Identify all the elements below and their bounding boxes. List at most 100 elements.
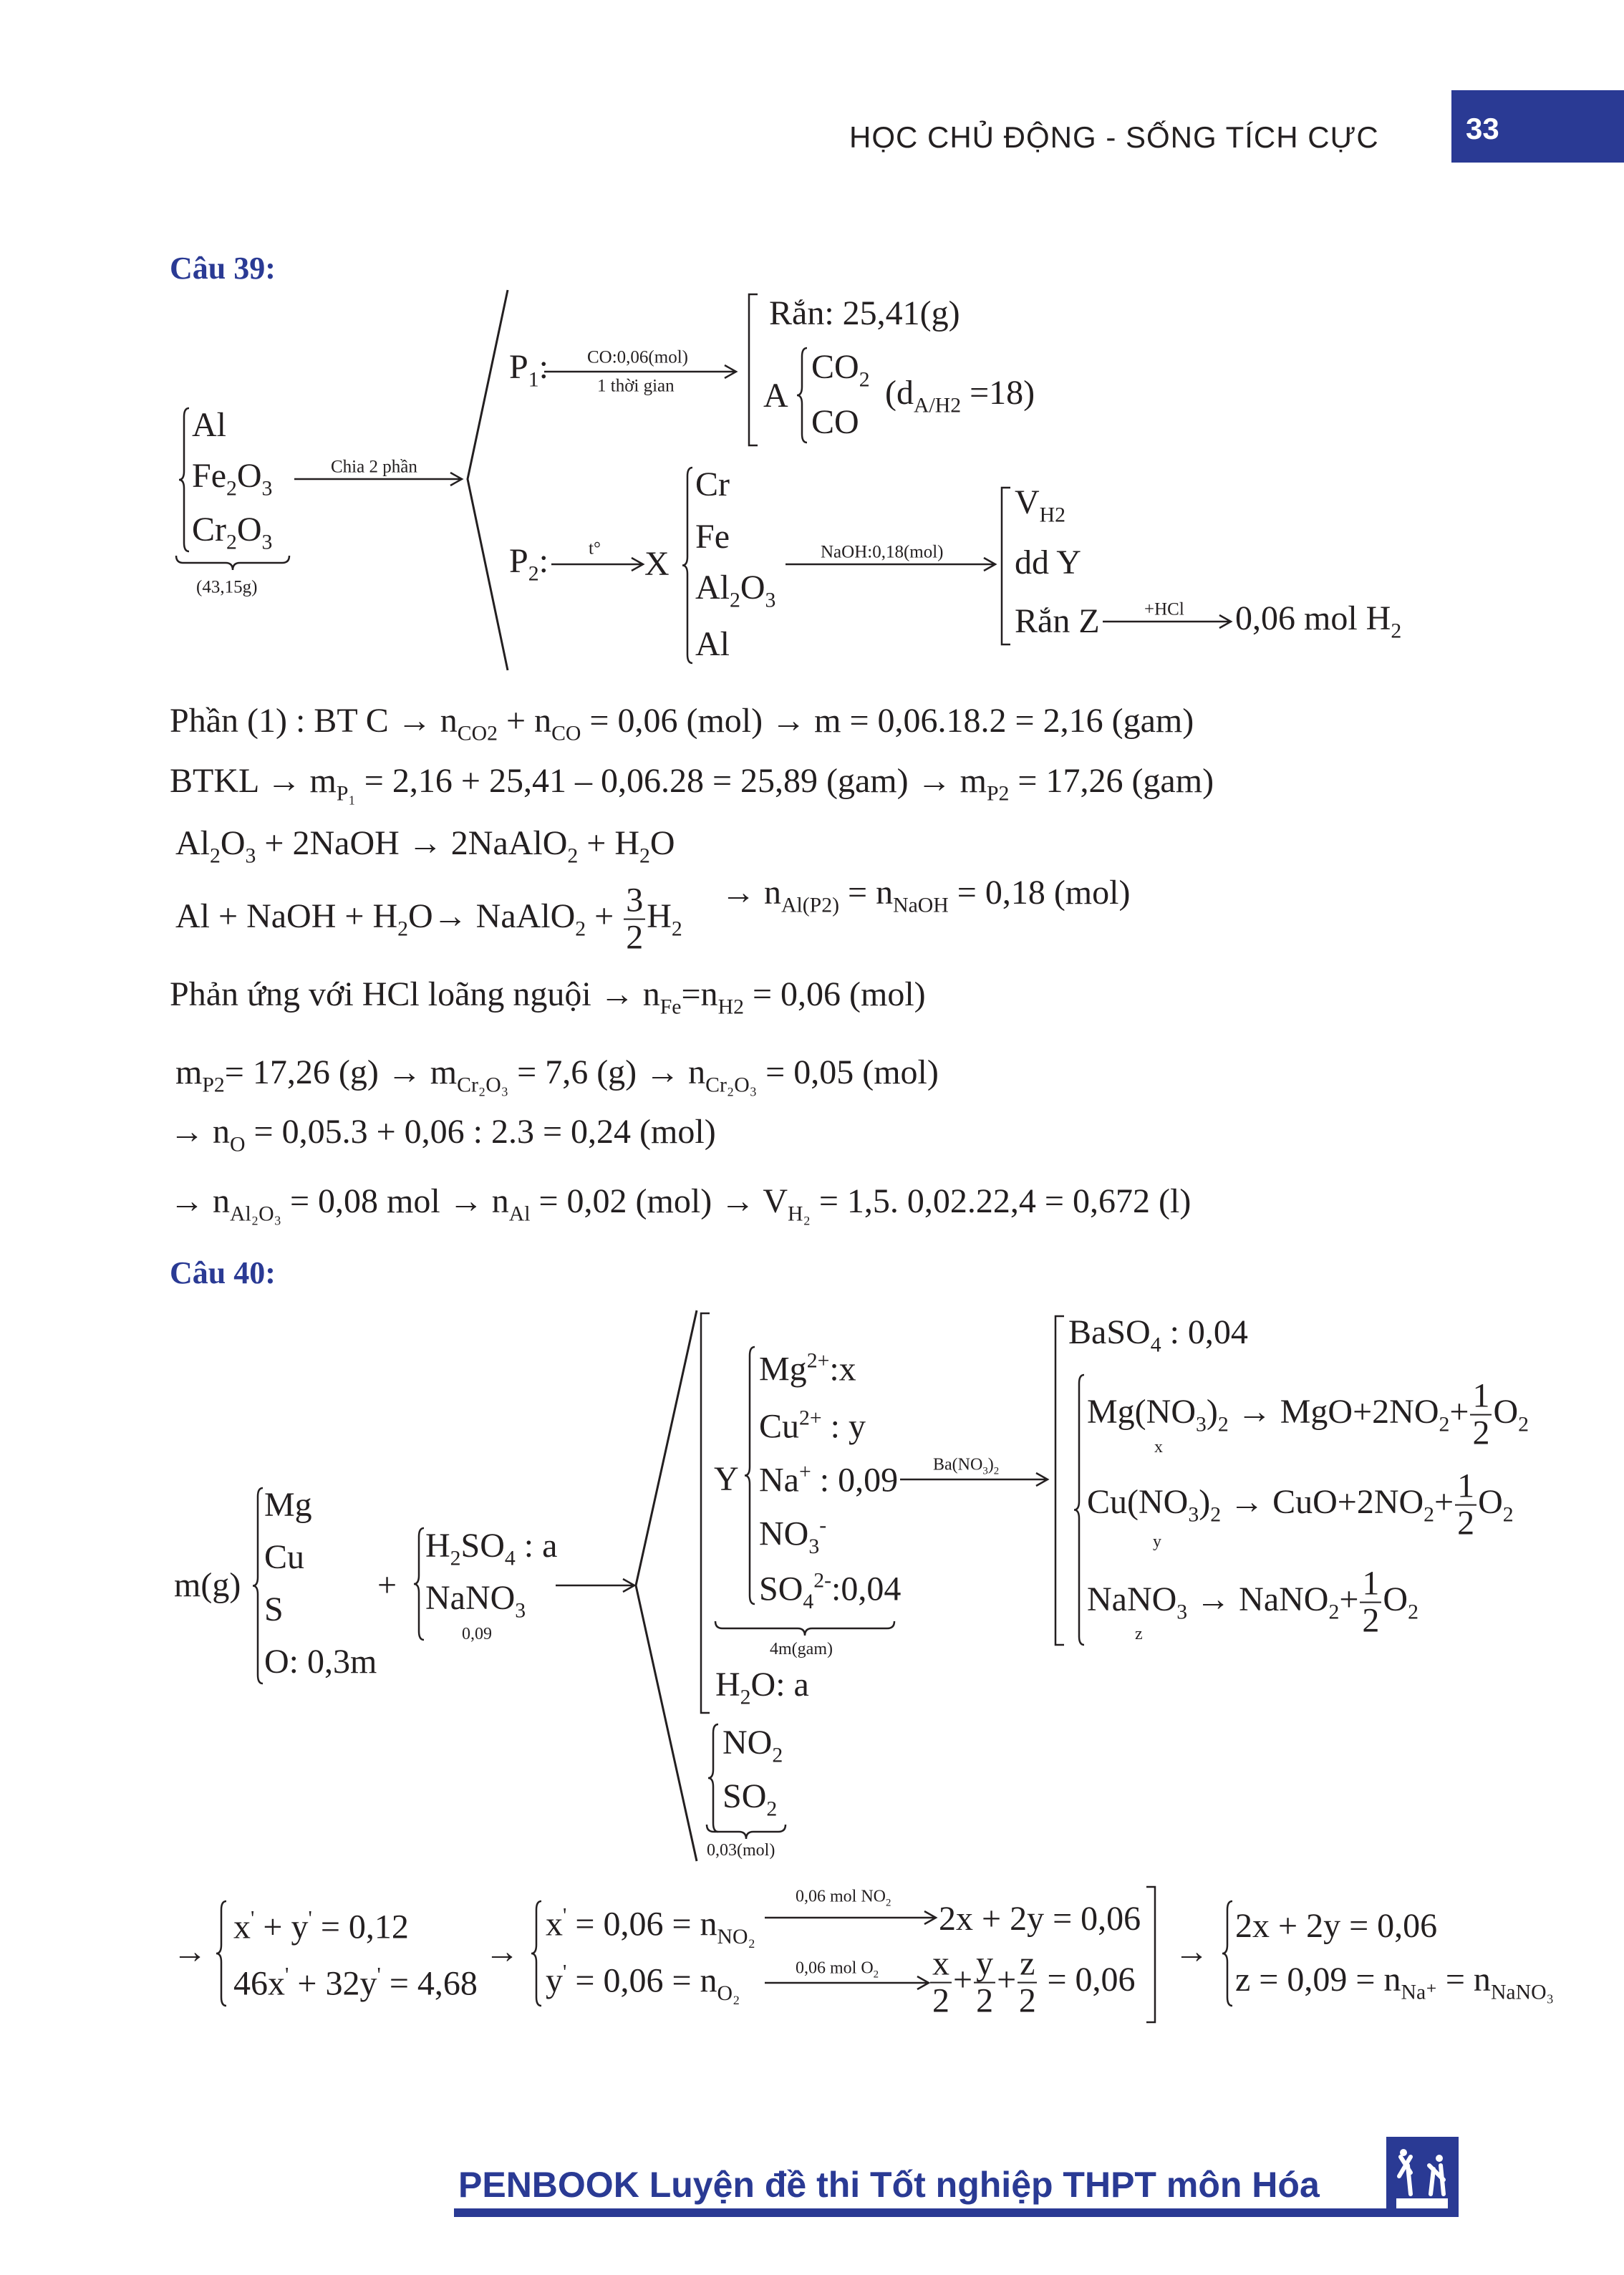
text-segment: x [233, 1908, 251, 1946]
text-segment: H [715, 1665, 740, 1704]
relation-no2: 2x + 2y = 0,06 [939, 1900, 1141, 1938]
denominator: 2 [976, 1982, 994, 2020]
naoh-label: NaOH:0,18(mol) [821, 542, 944, 562]
label-o2: 0,06 mol O2 [796, 1960, 879, 1981]
subscript-text: 2 [226, 476, 237, 501]
text-segment: → NaNO [1187, 1580, 1329, 1619]
system3-eq2: z = 0,09 = nNa⁺ = nNaNO₃ [1235, 1962, 1554, 2003]
split-lines [634, 1310, 698, 1862]
text-segment: : a [515, 1526, 558, 1565]
x-al2o3: Al2O3 [695, 568, 775, 611]
text-segment: = 0,06 (mol) → m = 0,06.18.2 = 2,16 (gam… [581, 701, 1194, 740]
mass-m-label: m(g) [174, 1566, 241, 1604]
ion-cu: Cu2+ : y [759, 1407, 866, 1444]
text-segment: Phản ứng với HCl loãng nguội → n [170, 975, 660, 1013]
text-segment: = 1,5. 0,02.22,4 = 0,672 (l) [810, 1182, 1192, 1220]
plus-sign: + [377, 1566, 397, 1604]
supscript-text: - [819, 1513, 827, 1537]
subscript-text: 2 [450, 1546, 461, 1570]
gas-so2: SO2 [722, 1779, 777, 1820]
text-segment: → n [721, 873, 781, 912]
text-segment: Cu [759, 1407, 800, 1446]
text-segment: Al + NaOH + H [175, 897, 398, 936]
text-segment: P [509, 541, 528, 580]
text-segment: O [740, 568, 765, 607]
subscript-text: 2 [740, 1685, 751, 1709]
subscript-text: Al₂O₃ [230, 1202, 281, 1226]
text-segment: Fe [192, 456, 226, 495]
subscript-text: 2 [950, 393, 962, 417]
text-segment: =18) [961, 373, 1035, 412]
text-segment: (d [885, 373, 914, 412]
text-segment: O [1493, 1393, 1519, 1431]
denominator: 2 [1472, 1414, 1490, 1452]
text-segment: O [220, 823, 246, 862]
hcl-label: +HCl [1144, 599, 1184, 619]
solution-line-6: mP2= 17,26 (g) → mCr₂O₃ = 7,6 (g) → nCr₂… [175, 1053, 939, 1097]
underbrace [714, 1620, 896, 1636]
text-segment: Cu(NO [1087, 1483, 1189, 1522]
subscript-text: A/H [913, 393, 951, 417]
text-segment: Na [759, 1461, 799, 1499]
text-segment: O [1383, 1580, 1408, 1619]
text-segment: = 7,6 (g) → n [508, 1053, 706, 1091]
text-segment: BaSO [1068, 1313, 1151, 1351]
numerator: 3 [624, 882, 646, 920]
text-segment: ) [987, 1455, 994, 1474]
solution-line-4b: → nAl(P2) = nNaOH = 0,18 (mol) [721, 873, 1130, 916]
text-segment: O→ NaAlO [407, 897, 576, 936]
page-number: 33 [1466, 112, 1499, 145]
reactant-fe2o3: Fe2O3 [192, 456, 272, 501]
right-bracket [1146, 1885, 1156, 2024]
subscript-text: Cr₂O₃ [457, 1073, 509, 1097]
text-segment: O [1478, 1483, 1503, 1522]
text-segment: Cr [192, 510, 226, 549]
solution-line-5: Phản ứng với HCl loãng nguội → nFe=nH2 =… [170, 977, 926, 1018]
footer-title: PENBOOK Luyện đề thi Tốt nghiệp THPT môn… [458, 2165, 1320, 2205]
question-40-label: Câu 40: [170, 1255, 276, 1290]
system2-eq1: x' = 0,06 = nNO₂ [546, 1905, 755, 1948]
text-segment: + y [254, 1908, 309, 1946]
eq-arrow-3: → [1174, 1933, 1209, 1971]
text-segment: m [175, 1053, 203, 1091]
subscript-text: 2 [1408, 1600, 1418, 1624]
subscript-text: 2 [1217, 1412, 1229, 1436]
y-mass: 4m(gam) [770, 1640, 833, 1658]
x-al: Al [695, 625, 730, 663]
solution-line-1: Phần (1) : BT C → nCO2 + nCO = 0,06 (mol… [170, 701, 1194, 744]
numerator: 1 [1360, 1565, 1382, 1603]
part-2-label: P2: [509, 544, 548, 584]
reactant-mg: Mg [264, 1486, 312, 1524]
text-segment: Ba(NO [933, 1455, 983, 1474]
subscript-text: H [717, 995, 734, 1019]
subscript-text: 2 [226, 530, 237, 554]
text-segment: Al [192, 406, 226, 444]
subscript-text: 2 [886, 1897, 891, 1909]
text-segment: + [953, 1961, 973, 1999]
subscript-text: 2 [1502, 1502, 1514, 1527]
text-segment: → n [170, 1182, 230, 1220]
gas-no2: NO2 [722, 1725, 783, 1766]
left-brace [796, 347, 808, 444]
supscript-text: + [798, 1459, 811, 1484]
system2-eq2: y' = 0,06 = nO₂ [546, 1961, 740, 2004]
x-fe: Fe [695, 518, 730, 556]
reagent-nano3: NaNO3 [425, 1580, 526, 1621]
subscript-text: 3 [245, 844, 256, 868]
text-segment: : [538, 541, 548, 580]
reaction-arrow [294, 471, 464, 487]
reaction-arrow [551, 556, 645, 572]
var-z: z [1135, 1625, 1143, 1643]
gas-co2: CO2 [811, 349, 870, 390]
subscript-text: 2 [993, 1465, 1000, 1477]
subscript-text: 1 [528, 367, 539, 392]
subscript-text: 2 [1328, 1600, 1340, 1624]
product-solid-z: Rắn Z [1015, 602, 1100, 640]
text-segment: + H [578, 823, 640, 862]
